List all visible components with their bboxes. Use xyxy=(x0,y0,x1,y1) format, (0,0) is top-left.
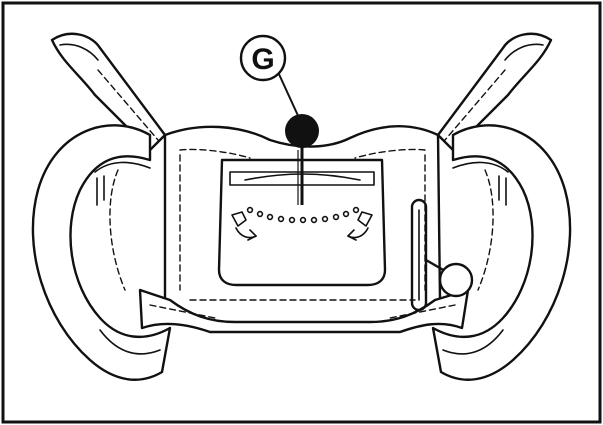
left-loop-handle xyxy=(31,124,172,381)
side-slot-lever xyxy=(410,198,474,312)
position-dots xyxy=(246,206,360,224)
callout-label: G xyxy=(251,43,274,76)
dash-panel xyxy=(138,125,470,334)
chute-direction-left-icon xyxy=(231,211,257,241)
callout-g: G xyxy=(239,34,287,82)
chute-control-knob[interactable] xyxy=(285,114,319,148)
chute-control-window xyxy=(217,140,387,287)
side-lever-knob[interactable] xyxy=(438,262,474,298)
callout-leader xyxy=(277,71,301,121)
right-loop-handle xyxy=(431,124,572,381)
chute-direction-right-icon xyxy=(347,211,373,241)
